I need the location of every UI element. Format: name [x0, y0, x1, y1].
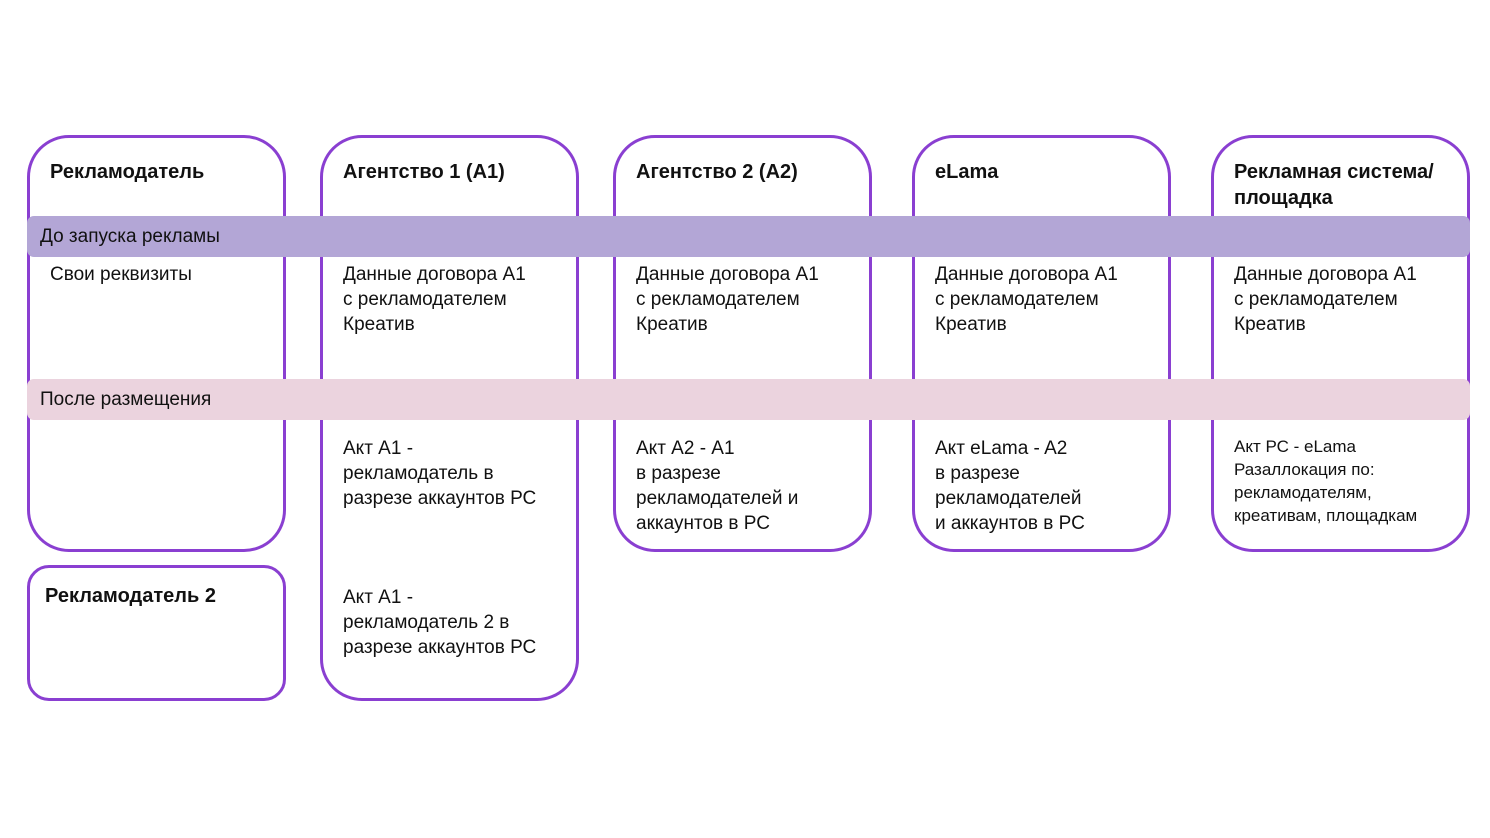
before-text: Данные договора А1 с рекламодателем Креа…: [636, 264, 819, 335]
column-advertiser: [27, 135, 286, 552]
before-text: Данные договора А1 с рекламодателем Креа…: [343, 264, 526, 335]
after-text: Акт А1 - рекламодатель в разрезе аккаунт…: [343, 438, 537, 509]
column-title: Агентство 2 (А2): [636, 161, 798, 183]
column-title: Агентство 1 (А1): [343, 161, 505, 183]
after-text: Акт А2 - А1 в разрезе рекламодателей и а…: [636, 438, 799, 534]
after-text: Акт РС - eLama Разаллокация по: рекламод…: [1234, 437, 1418, 525]
column-ad-platform: [1211, 135, 1470, 552]
before-text: Данные договора А1 с рекламодателем Креа…: [935, 264, 1118, 335]
box-advertiser-2: [27, 565, 286, 701]
band-before-launch: До запуска рекламы: [27, 216, 1470, 257]
column-title: Рекламодатель: [50, 161, 205, 183]
after-text: Акт eLama - A2 в разрезе рекламодателей …: [935, 438, 1085, 534]
before-text: Свои реквизиты: [50, 264, 192, 285]
after-text-2: Акт А1 - рекламодатель 2 в разрезе аккау…: [343, 587, 537, 658]
advertiser-2-title: Рекламодатель 2: [45, 585, 216, 607]
before-text: Данные договора А1 с рекламодателем Креа…: [1234, 264, 1417, 335]
column-title: eLama: [935, 161, 999, 183]
column-title: Рекламная система/площадка: [1234, 161, 1434, 209]
column-agency-2: [613, 135, 872, 552]
band-after-placement: После размещения: [27, 379, 1470, 420]
column-elama: [912, 135, 1171, 552]
